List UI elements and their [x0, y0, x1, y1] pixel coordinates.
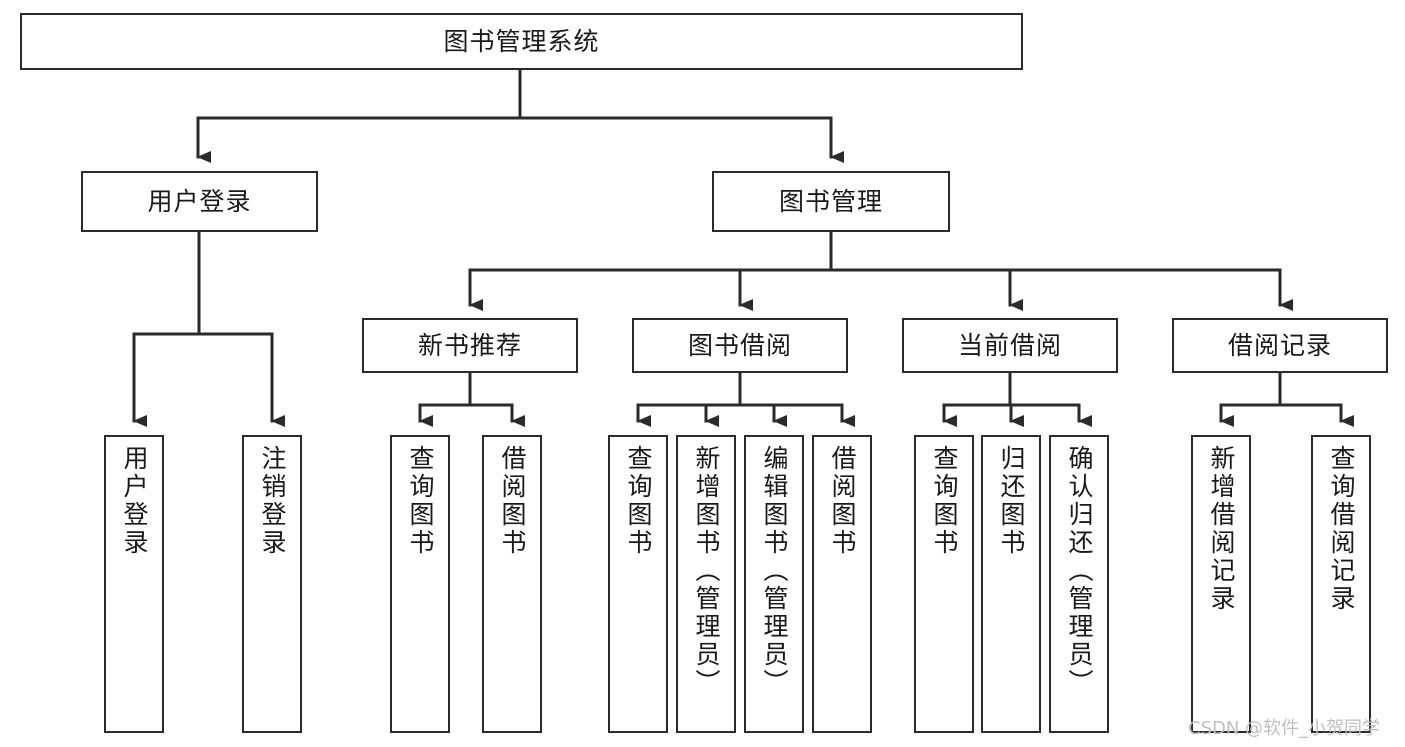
node-leaf-add-book-label: 新增图书（管理员）	[692, 445, 721, 697]
node-current-borrow-label: 当前借阅	[957, 330, 1062, 360]
node-borrow-record[interactable]: 借阅记录	[1172, 318, 1388, 373]
node-current-borrow[interactable]: 当前借阅	[902, 318, 1118, 373]
node-leaf-user-login[interactable]: 用户登录	[104, 435, 164, 733]
node-leaf-add-record-label: 新增借阅记录	[1207, 445, 1236, 613]
node-leaf-logout-login-label: 注销登录	[258, 445, 287, 557]
node-leaf-edit-book-label: 编辑图书（管理员）	[760, 445, 789, 697]
node-leaf-query-book-2-label: 查询图书	[624, 445, 653, 557]
node-root-label: 图书管理系统	[443, 26, 600, 56]
node-book-management[interactable]: 图书管理	[712, 171, 950, 232]
node-leaf-confirm-return[interactable]: 确认归还（管理员）	[1049, 435, 1109, 733]
node-leaf-borrow-book-1[interactable]: 借阅图书	[482, 435, 542, 733]
node-leaf-query-book-3[interactable]: 查询图书	[914, 435, 974, 733]
node-leaf-borrow-book-1-label: 借阅图书	[498, 445, 527, 557]
node-new-book-recommend-label: 新书推荐	[417, 330, 522, 360]
node-leaf-query-book-3-label: 查询图书	[930, 445, 959, 557]
node-leaf-query-record-label: 查询借阅记录	[1327, 445, 1356, 613]
node-user-login[interactable]: 用户登录	[81, 171, 318, 232]
node-leaf-query-record[interactable]: 查询借阅记录	[1311, 435, 1371, 733]
node-leaf-query-book-2[interactable]: 查询图书	[608, 435, 668, 733]
node-leaf-confirm-return-label: 确认归还（管理员）	[1065, 445, 1094, 697]
node-leaf-return-book-label: 归还图书	[997, 445, 1026, 557]
node-leaf-query-book-1-label: 查询图书	[406, 445, 435, 557]
node-book-borrow[interactable]: 图书借阅	[632, 318, 848, 373]
node-leaf-query-book-1[interactable]: 查询图书	[390, 435, 450, 733]
node-leaf-borrow-book-2[interactable]: 借阅图书	[812, 435, 872, 733]
node-leaf-return-book[interactable]: 归还图书	[981, 435, 1041, 733]
node-leaf-logout-login[interactable]: 注销登录	[242, 435, 302, 733]
node-book-borrow-label: 图书借阅	[687, 330, 792, 360]
node-leaf-add-record[interactable]: 新增借阅记录	[1191, 435, 1251, 733]
node-new-book-recommend[interactable]: 新书推荐	[362, 318, 578, 373]
watermark: CSDN @软件_小贺同学	[1188, 718, 1381, 739]
node-leaf-add-book[interactable]: 新增图书（管理员）	[676, 435, 736, 733]
node-root[interactable]: 图书管理系统	[20, 13, 1023, 70]
node-borrow-record-label: 借阅记录	[1227, 330, 1332, 360]
node-leaf-user-login-label: 用户登录	[120, 445, 149, 557]
node-leaf-borrow-book-2-label: 借阅图书	[828, 445, 857, 557]
node-user-login-label: 用户登录	[147, 186, 252, 216]
node-book-management-label: 图书管理	[778, 186, 883, 216]
node-leaf-edit-book[interactable]: 编辑图书（管理员）	[744, 435, 804, 733]
